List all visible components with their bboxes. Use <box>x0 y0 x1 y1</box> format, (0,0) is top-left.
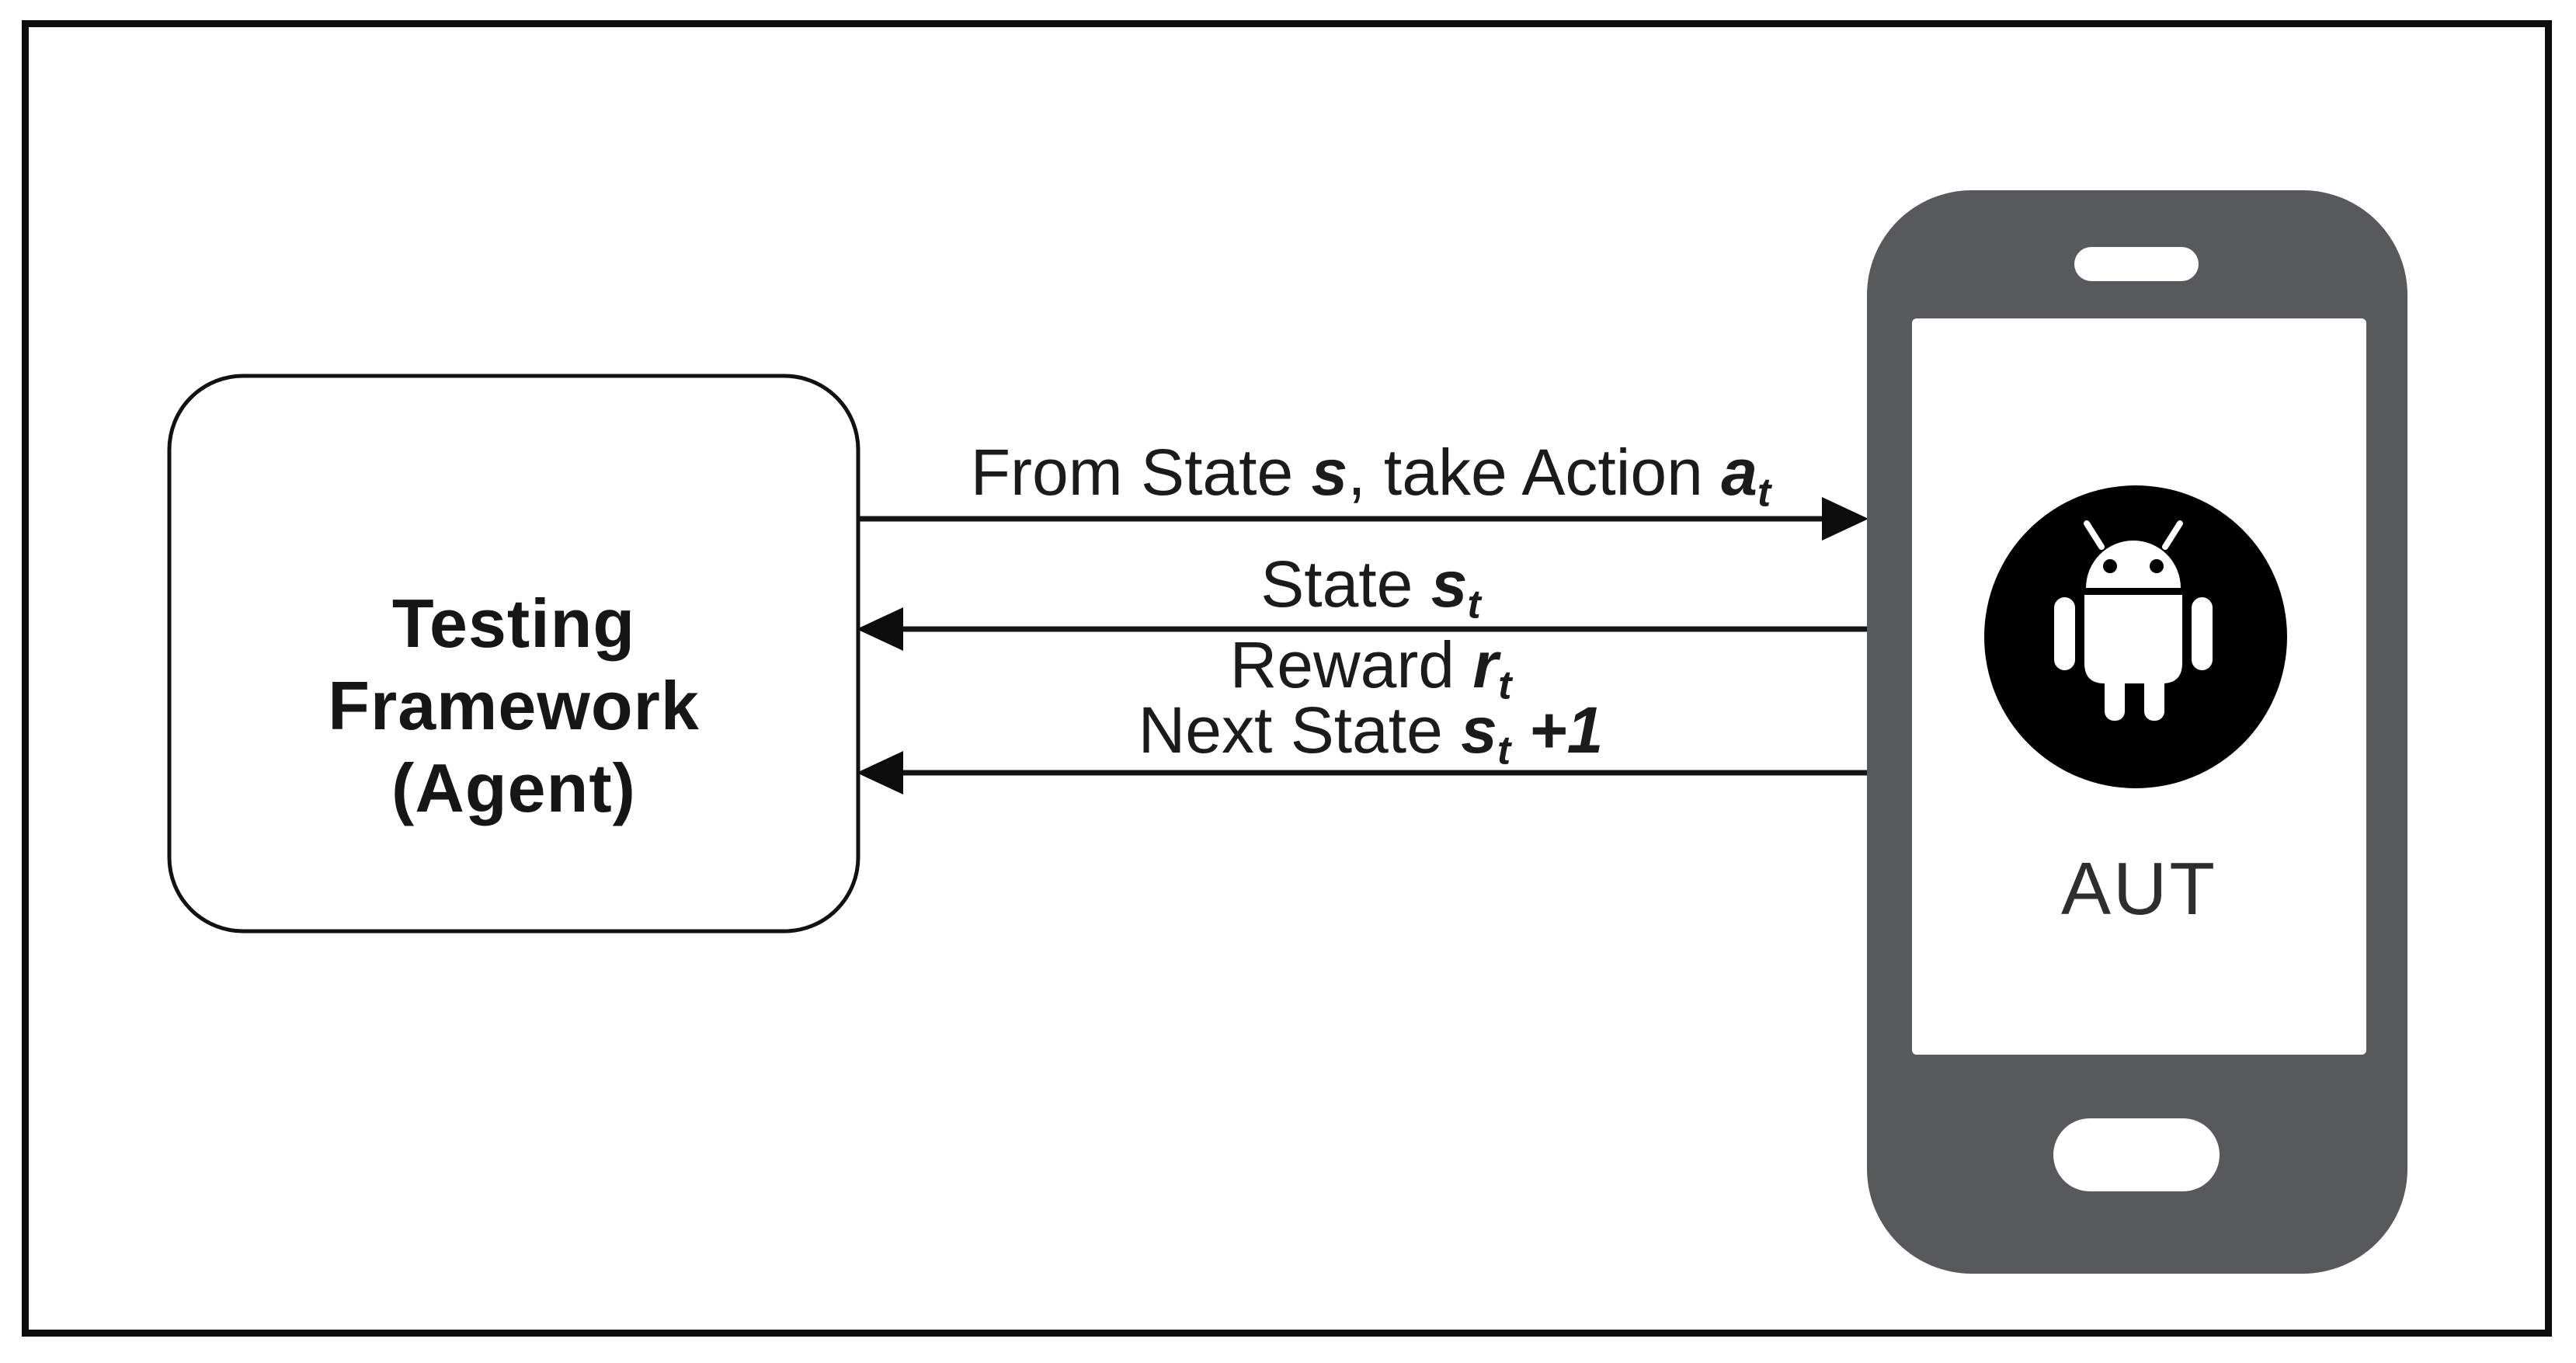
aut-label: AUT <box>2061 847 2217 930</box>
state-label-var: s <box>1431 548 1468 621</box>
arrow-state <box>857 607 1872 651</box>
reward-label-text: Reward <box>1229 628 1473 701</box>
android-logo-icon <box>1984 485 2287 788</box>
arrow-state-head-icon <box>857 607 903 651</box>
arrow-label-next-state: Next State st +1 <box>866 691 1876 771</box>
agent-box-label: Testing Framework (Agent) <box>169 582 858 829</box>
agent-box <box>167 374 860 934</box>
action-label-action-var: a <box>1721 436 1757 509</box>
next-state-label-subscript: t <box>1497 728 1511 774</box>
action-label-subscript: t <box>1757 470 1771 516</box>
agent-box-label-line3: (Agent) <box>391 749 636 826</box>
next-state-label-plus-one: +1 <box>1510 694 1604 767</box>
next-state-label-text: Next State <box>1138 694 1462 767</box>
action-label-text: From State <box>970 436 1312 509</box>
android-robot-leg-right <box>2144 669 2164 721</box>
action-label-state-var: s <box>1311 436 1348 509</box>
arrow-action <box>858 497 1869 541</box>
android-robot-antenna-right <box>2162 520 2183 550</box>
smartphone-icon <box>1867 190 2407 1274</box>
android-robot-arm-left <box>2054 597 2075 670</box>
arrow-label-reward: Reward rt <box>866 626 1876 706</box>
state-label-subscript: t <box>1467 582 1481 628</box>
android-robot-head <box>2086 541 2181 588</box>
reward-label-subscript: t <box>1498 662 1512 708</box>
arrow-reward-head-icon <box>857 751 903 795</box>
android-robot-body <box>2084 595 2182 683</box>
next-state-label-var: s <box>1461 694 1497 767</box>
diagram-border <box>22 20 2552 1337</box>
arrow-label-action: From State s, take Action at <box>866 433 1876 513</box>
android-robot-eye-right <box>2150 559 2164 573</box>
agent-box-label-line2: Framework <box>328 667 700 744</box>
agent-box-label-line1: Testing <box>391 585 636 662</box>
android-robot-arm-right <box>2192 597 2213 670</box>
arrow-action-head-icon <box>1822 497 1869 541</box>
phone-home-button <box>2053 1118 2220 1191</box>
android-robot-leg-left <box>2105 669 2125 721</box>
action-label-text2: , take Action <box>1347 436 1722 509</box>
android-robot-eye-left <box>2103 559 2117 573</box>
arrow-label-state: State st <box>866 545 1876 625</box>
state-label-text: State <box>1260 548 1431 621</box>
phone-speaker-slot <box>2074 247 2199 281</box>
android-robot-antenna-left <box>2084 520 2105 550</box>
arrow-reward-next-state <box>857 751 1872 795</box>
reward-label-var: r <box>1472 628 1499 701</box>
